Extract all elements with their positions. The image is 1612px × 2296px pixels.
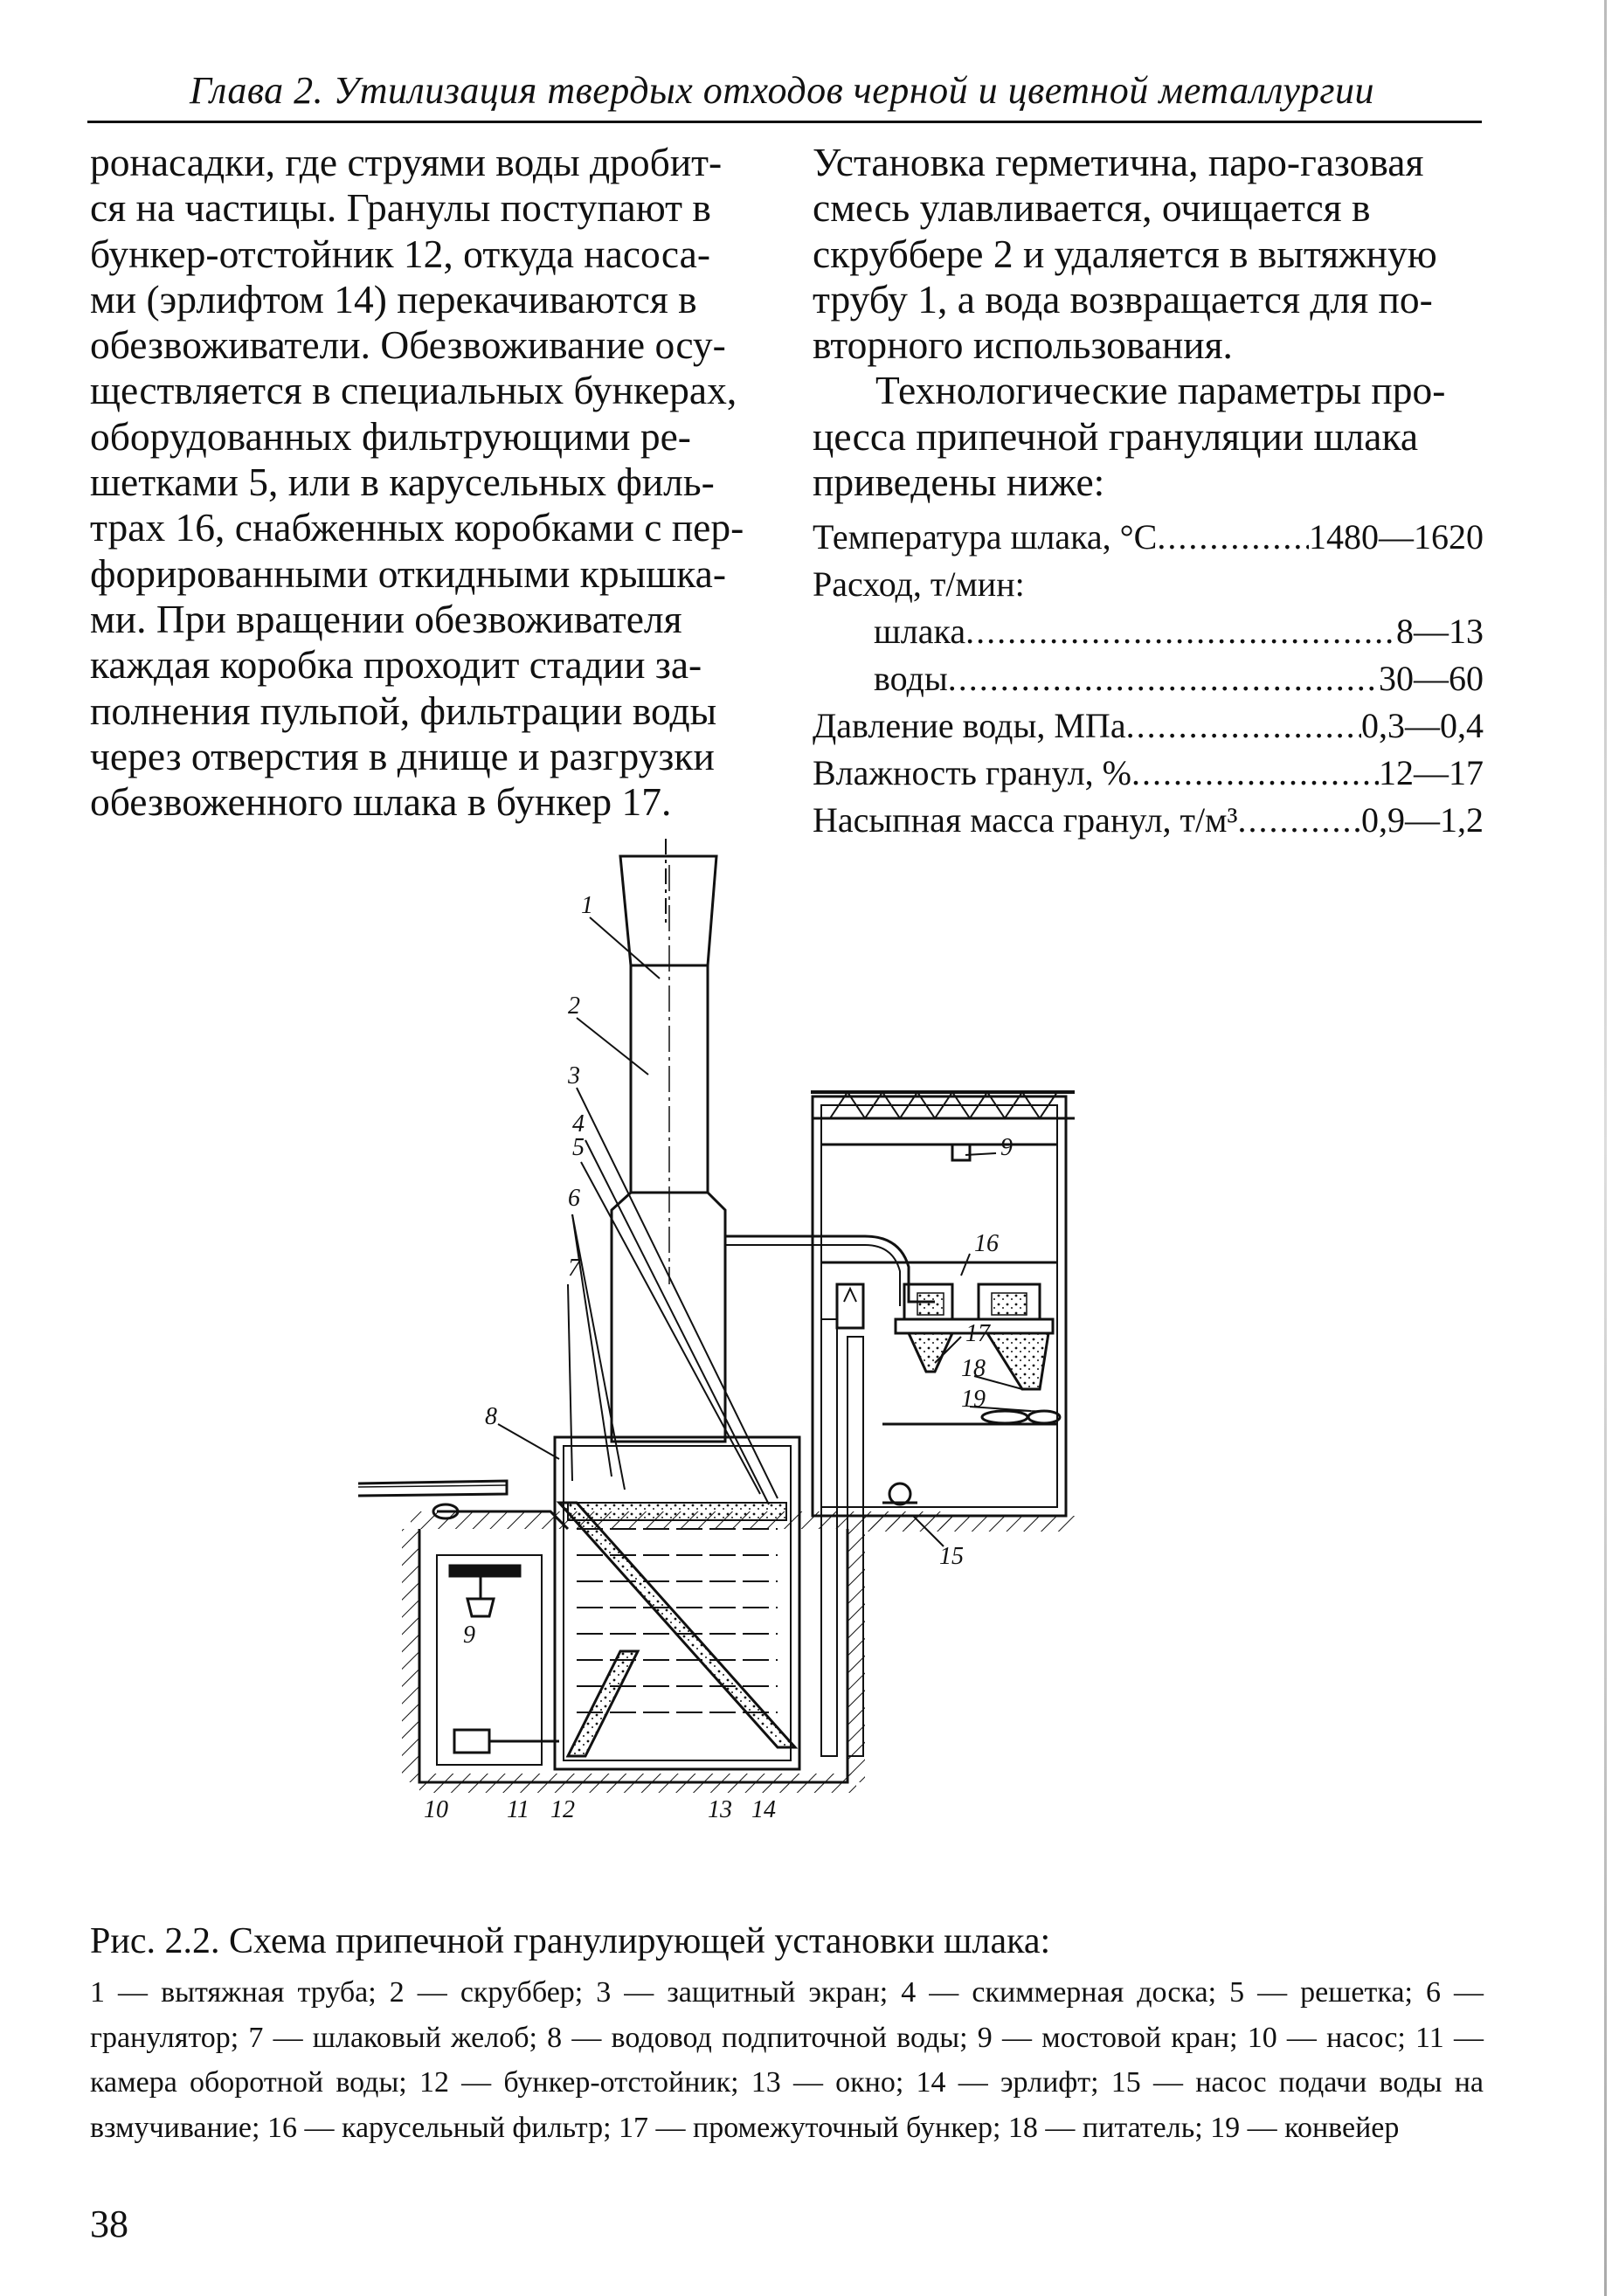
param-row: воды 30—60	[813, 655, 1484, 702]
text-line: каждая коробка проходит стадии за-	[90, 642, 702, 688]
figure-label: 10	[424, 1796, 448, 1823]
param-value: 0,3—0,4	[1361, 706, 1484, 745]
text-line: Технологические параметры про-	[875, 368, 1446, 413]
param-row: шлака 8—13	[813, 608, 1484, 655]
leader-dots	[948, 655, 1379, 702]
text-line: Установка герметична, паро-газовая	[813, 140, 1424, 184]
text-line: ществляется в специальных бункерах,	[90, 368, 737, 413]
text-line: цесса припечной грануляции шлака	[813, 413, 1419, 459]
text-line: трубу 1, а вода возвращается для по-	[813, 276, 1433, 322]
text-line: приведены ниже:	[813, 460, 1105, 505]
param-label: Влажность гранул, %	[813, 753, 1131, 792]
figure-label: 18	[961, 1355, 986, 1382]
figure-label: 7	[568, 1255, 581, 1282]
text-line: ми. При вращении обезвоживателя	[90, 596, 682, 641]
page-number: 38	[90, 2203, 128, 2245]
text-line: полнения пульпой, фильтрации воды	[90, 688, 717, 733]
scrubber	[610, 1191, 727, 1443]
figure-label: 5	[572, 1134, 585, 1161]
figure-label: 8	[485, 1403, 497, 1430]
leader-dots	[965, 608, 1396, 655]
param-row: Насыпная масса гранул, т/м³ 0,9—1,2	[813, 797, 1484, 844]
granulation-plant-diagram: 1 2 3 4 5 6 7 8 9 9 10 11 12 13 14 15 16…	[358, 839, 1075, 1823]
text-line: трах 16, снабженных коробками с пер-	[90, 505, 744, 550]
figure-label: 19	[961, 1386, 986, 1413]
text-line: вторного использования.	[813, 322, 1233, 368]
leader-dots	[1157, 514, 1309, 561]
text-line: шетками 5, или в карусельных филь-	[90, 460, 715, 505]
param-label: шлака	[874, 612, 966, 651]
param-label: Температура шлака, °С	[813, 517, 1158, 557]
figure-label: 2	[568, 992, 580, 1020]
param-label: воды	[874, 659, 948, 698]
param-row: Расход, т/мин:	[813, 561, 1484, 608]
param-label: Расход, т/мин:	[813, 564, 1025, 604]
figure-label: 15	[939, 1543, 964, 1570]
figure-label: 14	[751, 1796, 776, 1823]
leader-dots	[1131, 750, 1379, 797]
text-line: ронасадки, где струями воды дробит-	[90, 140, 723, 184]
text-line: смесь улавливается, очищается в	[813, 185, 1371, 231]
figure-caption-title: Рис. 2.2. Схема припечной гранулирующей …	[90, 1921, 1051, 1961]
text-line: через отверстия в днище и разгрузки	[90, 733, 715, 778]
figure-label: 9	[463, 1622, 475, 1649]
leader-dots	[1126, 702, 1361, 750]
figure-label: 13	[708, 1796, 732, 1823]
param-row: Температура шлака, °С 1480—1620	[813, 514, 1484, 561]
figure-label: 6	[568, 1185, 580, 1212]
right-text-column: Установка герметична, паро-газовая смесь…	[813, 140, 1484, 505]
param-value: 0,9—1,2	[1361, 800, 1484, 840]
running-header: Глава 2. Утилизация твердых отходов черн…	[189, 69, 1375, 112]
figure-label: 12	[550, 1796, 575, 1823]
text-line: ми (эрлифтом 14) перекачиваются в	[90, 276, 697, 322]
param-value: 1480—1620	[1309, 517, 1484, 557]
parameters-table: Температура шлака, °С 1480—1620 Расход, …	[813, 514, 1484, 844]
figure-label: 11	[507, 1796, 529, 1823]
param-row: Давление воды, МПа 0,3—0,4	[813, 702, 1484, 750]
text-line: скруббере 2 и удаляется в вытяжную	[813, 231, 1437, 276]
text-line: ся на частицы. Гранулы поступают в	[90, 185, 711, 231]
text-line: обезвоженного шлака в бункер 17.	[90, 779, 672, 825]
text-line: обезвоживатели. Обезвоживание осу-	[90, 322, 726, 368]
param-value: 30—60	[1379, 659, 1484, 698]
header-rule	[87, 121, 1482, 123]
left-text-column: ронасадки, где струями воды дробит- ся н…	[90, 140, 763, 825]
text-line: оборудованных фильтрующими ре-	[90, 413, 691, 459]
figure-caption-legend: 1 — вытяжная труба; 2 — скруббер; 3 — за…	[90, 1976, 1484, 2144]
text-line: бункер-отстойник 12, откуда насоса-	[90, 231, 711, 276]
param-label: Насыпная масса гранул, т/м³	[813, 800, 1238, 840]
figure-label: 4	[572, 1110, 585, 1138]
figure-label: 9	[1000, 1134, 1013, 1161]
param-label: Давление воды, МПа	[813, 706, 1126, 745]
figure-label: 1	[581, 892, 593, 919]
figure-label: 3	[567, 1062, 580, 1089]
figure-label: 17	[965, 1320, 991, 1347]
figure-label: 16	[974, 1230, 999, 1257]
param-value: 8—13	[1396, 612, 1484, 651]
text-line: форированными откидными крышка-	[90, 550, 726, 596]
param-row: Влажность гранул, % 12—17	[813, 750, 1484, 797]
scan-edge-shadow	[1604, 0, 1607, 2296]
param-value: 12—17	[1379, 753, 1484, 792]
